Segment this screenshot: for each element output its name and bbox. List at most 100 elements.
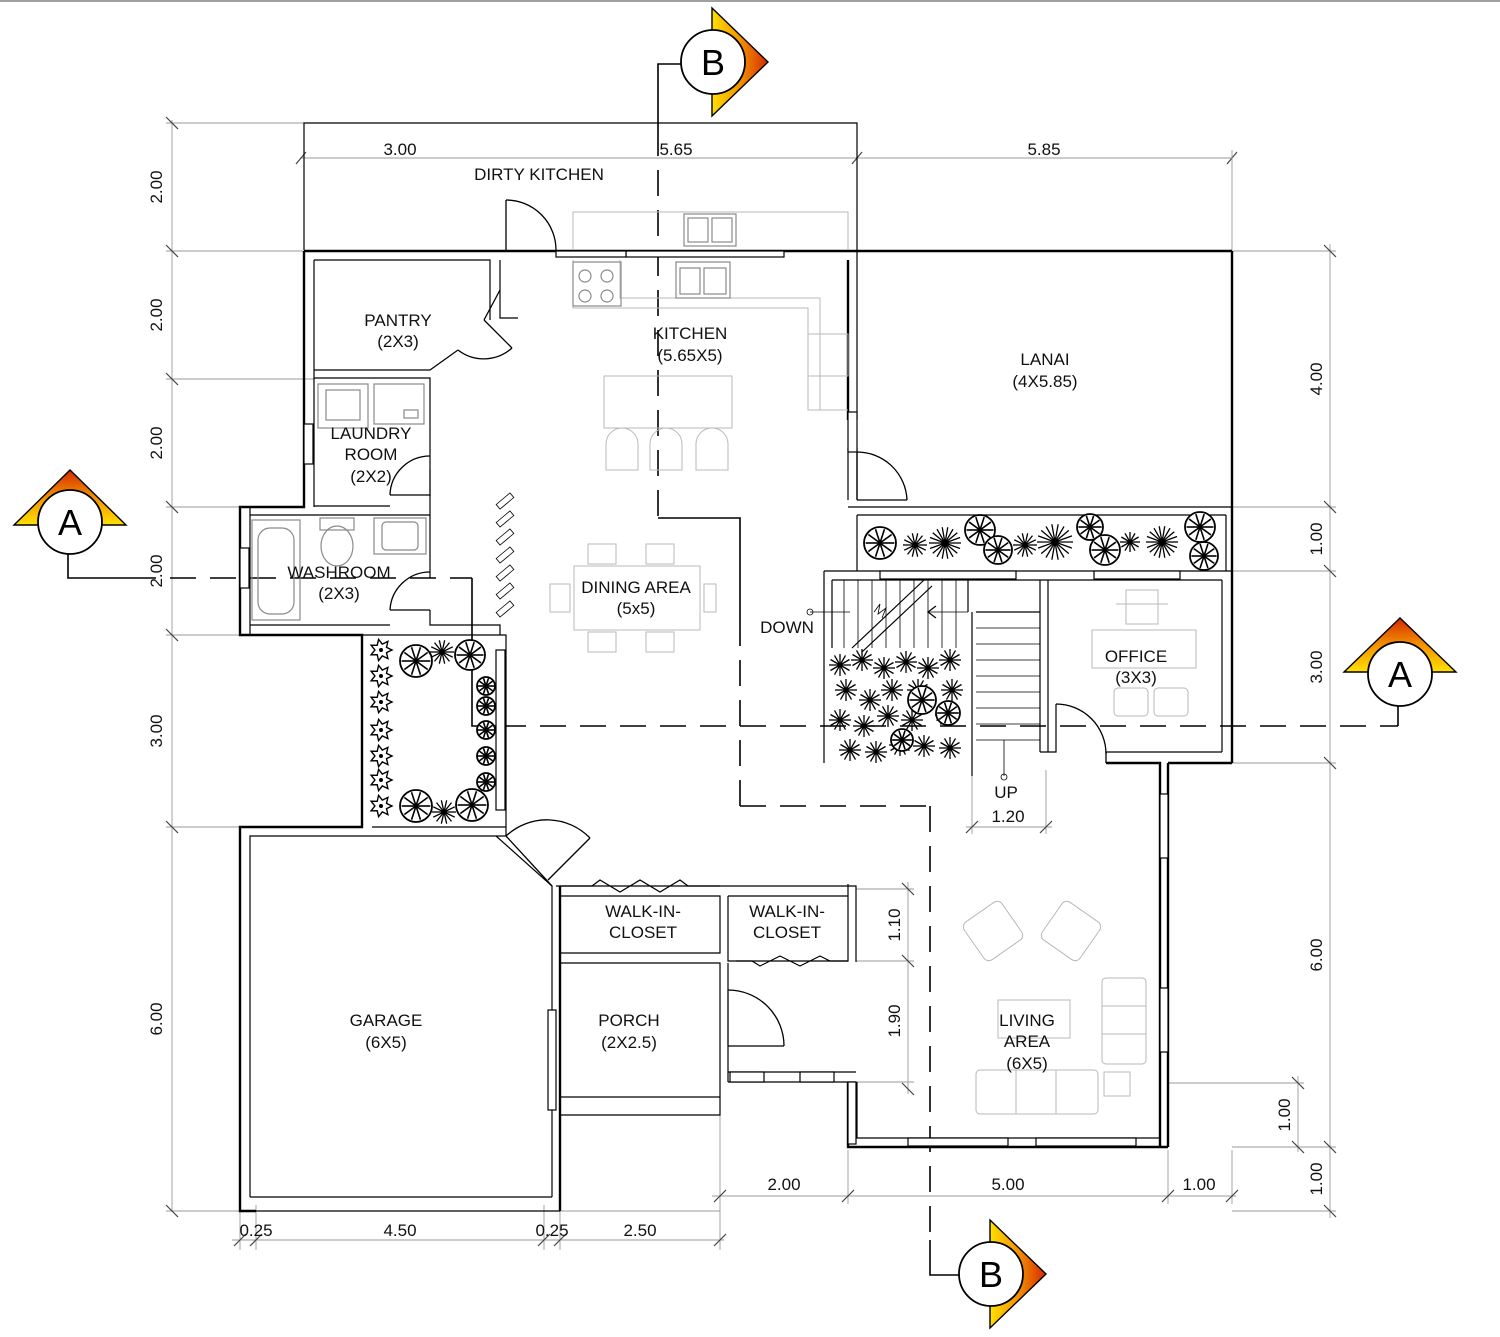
tree-icon	[399, 789, 433, 823]
laundry-size: (2X2)	[350, 467, 392, 486]
shrub-icon	[881, 679, 903, 701]
dim-right-4: 6.00	[1307, 938, 1326, 971]
dim-closet-2: 1.90	[885, 1004, 904, 1037]
bush-icon	[369, 637, 394, 663]
dim-right-1: 4.00	[1307, 362, 1326, 395]
bush-icon	[369, 743, 394, 769]
tree-icon	[890, 728, 914, 752]
dim-bottom-3: 0.25	[535, 1221, 568, 1240]
shrub-icon	[939, 649, 961, 671]
stairs-down-label: DOWN	[760, 618, 814, 637]
shrub-icon	[829, 654, 851, 676]
tree-icon	[476, 676, 496, 696]
tree-icon	[454, 639, 486, 671]
pantry-label: PANTRY	[364, 311, 431, 330]
tree-icon	[476, 696, 496, 716]
closet2-label: WALK-IN-	[749, 902, 825, 921]
dim-right-5: 1.00	[1307, 1162, 1326, 1195]
section-marker-b-top-letter: B	[701, 42, 725, 83]
lanai-label: LANAI	[1020, 350, 1069, 369]
tree-icon	[1076, 513, 1104, 541]
dim-bottom-right-3: 1.00	[1182, 1175, 1215, 1194]
shrub-icon	[873, 657, 895, 679]
kitchen-size: (5.65X5)	[657, 346, 722, 365]
shrub-icon	[895, 651, 917, 673]
dining-label: DINING AREA	[581, 578, 691, 597]
bush-icon	[369, 767, 394, 793]
tree-icon	[964, 514, 996, 546]
living-label-2: AREA	[1004, 1032, 1051, 1051]
pantry-size: (2X3)	[377, 332, 419, 351]
bush-icon	[369, 717, 394, 743]
dim-top-3: 5.85	[1027, 140, 1060, 159]
shrub-icon	[913, 735, 935, 757]
shrub-icon	[839, 739, 861, 761]
kitchen-label: KITCHEN	[653, 324, 728, 343]
stairs-up-label: UP	[994, 783, 1018, 802]
shrub-icon	[917, 657, 939, 679]
living-label: LIVING	[999, 1011, 1055, 1030]
bush-icon	[369, 689, 394, 715]
laundry-label: LAUNDRY	[331, 424, 412, 443]
landscape-plants	[369, 511, 1219, 824]
section-marker-a-right: A	[1342, 617, 1458, 707]
dim-left-1: 2.00	[147, 170, 166, 203]
dim-top-1: 3.00	[383, 140, 416, 159]
dirty-kitchen-label: DIRTY KITCHEN	[474, 165, 604, 184]
porch-size: (2X2.5)	[601, 1033, 657, 1052]
dim-bottom-1: 0.25	[239, 1221, 272, 1240]
tree-icon	[476, 746, 496, 766]
dim-right-3: 3.00	[1307, 650, 1326, 683]
garage-label: GARAGE	[350, 1011, 423, 1030]
tree-icon	[455, 788, 489, 822]
tree-icon	[1089, 534, 1121, 566]
tree-icon	[476, 772, 496, 792]
bush-icon	[369, 663, 394, 689]
shrub-icon	[941, 679, 963, 701]
dim-left-4: 2.00	[147, 554, 166, 587]
shrub-icon	[1146, 526, 1178, 558]
office-size: (3X3)	[1115, 668, 1157, 687]
fixtures	[251, 211, 1197, 1115]
shrub-icon	[432, 800, 456, 824]
shrub-icon	[939, 737, 961, 759]
dim-left-2: 2.00	[147, 298, 166, 331]
dim-right-2: 1.00	[1307, 522, 1326, 555]
shrub-icon	[1120, 532, 1140, 552]
section-cut-lines	[67, 63, 1399, 1276]
dim-bottom-right-2: 5.00	[991, 1175, 1024, 1194]
section-marker-a-right-letter: A	[1388, 654, 1412, 695]
living-size: (6X5)	[1006, 1054, 1048, 1073]
shrub-icon	[1013, 533, 1037, 557]
section-marker-b-bottom-letter: B	[979, 1254, 1003, 1295]
tree-icon	[1184, 511, 1216, 543]
laundry-label-2: ROOM	[345, 445, 398, 464]
office-label: OFFICE	[1105, 647, 1167, 666]
shrub-icon	[877, 705, 899, 727]
shrub-icon	[853, 715, 875, 737]
tree-icon	[399, 644, 433, 678]
shrub-icon	[851, 649, 873, 671]
closet1-label: WALK-IN-	[605, 902, 681, 921]
staircase	[806, 579, 1040, 781]
closet2-label-2: CLOSET	[753, 923, 821, 942]
tree-icon	[863, 526, 897, 560]
section-marker-b-top: B	[680, 6, 770, 118]
windows	[239, 250, 1181, 1147]
dim-living-right: 1.00	[1275, 1098, 1294, 1131]
section-marker-a-left-letter: A	[58, 502, 82, 543]
shrub-icon	[901, 709, 923, 731]
section-marker-b-bottom: B	[958, 1218, 1048, 1330]
dim-left-3: 2.00	[147, 426, 166, 459]
dim-bottom-right-1: 2.00	[767, 1175, 800, 1194]
dimension-lines	[165, 116, 1337, 1250]
tree-icon	[476, 720, 496, 740]
shrub-icon	[865, 741, 887, 763]
section-marker-a-left: A	[12, 469, 128, 555]
dim-closet-1: 1.10	[885, 908, 904, 941]
closet1-label-2: CLOSET	[609, 923, 677, 942]
washroom-label: WASHROOM	[287, 563, 390, 582]
tree-icon	[1189, 541, 1219, 571]
tree-icon	[907, 685, 937, 715]
dim-left-5: 3.00	[147, 714, 166, 747]
